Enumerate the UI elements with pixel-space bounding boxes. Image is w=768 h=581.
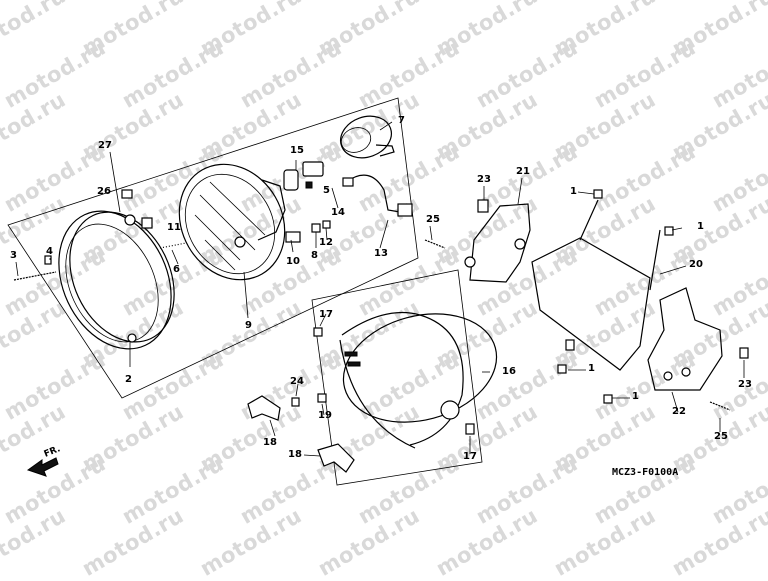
callout-21: 21 bbox=[516, 166, 530, 177]
callout-6: 6 bbox=[173, 264, 180, 275]
callout-20: 20 bbox=[689, 259, 703, 270]
assembly-boundary-box bbox=[7, 97, 419, 399]
callout-23-left: 23 bbox=[477, 174, 491, 185]
callout-18-upper: 18 bbox=[263, 437, 277, 448]
callout-10: 10 bbox=[286, 256, 300, 267]
adjuster-parts bbox=[13, 189, 331, 281]
callout-3: 3 bbox=[10, 250, 17, 261]
headlight-case bbox=[311, 269, 498, 486]
callout-19: 19 bbox=[318, 410, 332, 421]
callout-8: 8 bbox=[311, 250, 318, 261]
callout-25-left: 25 bbox=[426, 214, 440, 225]
callout-1-bottom: 1 bbox=[632, 391, 639, 402]
wire-clamps bbox=[247, 395, 355, 473]
callout-15: 15 bbox=[290, 145, 304, 156]
callout-23-right: 23 bbox=[738, 379, 752, 390]
bulb-assembly bbox=[283, 161, 413, 217]
callout-26: 26 bbox=[97, 186, 111, 197]
side-cover bbox=[424, 199, 749, 411]
callout-18-lower: 18 bbox=[288, 449, 302, 460]
leader-lines bbox=[15, 121, 745, 457]
callout-4: 4 bbox=[46, 246, 53, 257]
headlight-rim bbox=[58, 210, 175, 350]
callout-1-right: 1 bbox=[697, 221, 704, 232]
callout-13: 13 bbox=[374, 248, 388, 259]
callout-1-top: 1 bbox=[570, 186, 577, 197]
callout-7: 7 bbox=[398, 115, 405, 126]
callout-5: 5 bbox=[323, 185, 330, 196]
callout-14: 14 bbox=[331, 207, 345, 218]
callout-24: 24 bbox=[290, 376, 304, 387]
callout-25-right: 25 bbox=[714, 431, 728, 442]
dust-cover bbox=[340, 115, 395, 159]
callout-16: 16 bbox=[502, 366, 516, 377]
callout-2: 2 bbox=[125, 374, 132, 385]
callout-17-top: 17 bbox=[319, 309, 333, 320]
diagram-code: MCZ3-F0100A bbox=[612, 467, 679, 478]
callout-11: 11 bbox=[167, 222, 181, 233]
callout-9: 9 bbox=[245, 320, 252, 331]
callout-17-bottom: 17 bbox=[463, 451, 477, 462]
callout-1-middle: 1 bbox=[588, 363, 595, 374]
front-direction-arrow bbox=[26, 457, 59, 477]
headlight-stay bbox=[464, 189, 674, 404]
callout-12: 12 bbox=[319, 237, 333, 248]
headlight-unit bbox=[178, 163, 286, 281]
callout-22: 22 bbox=[672, 406, 686, 417]
callout-27: 27 bbox=[98, 140, 112, 151]
